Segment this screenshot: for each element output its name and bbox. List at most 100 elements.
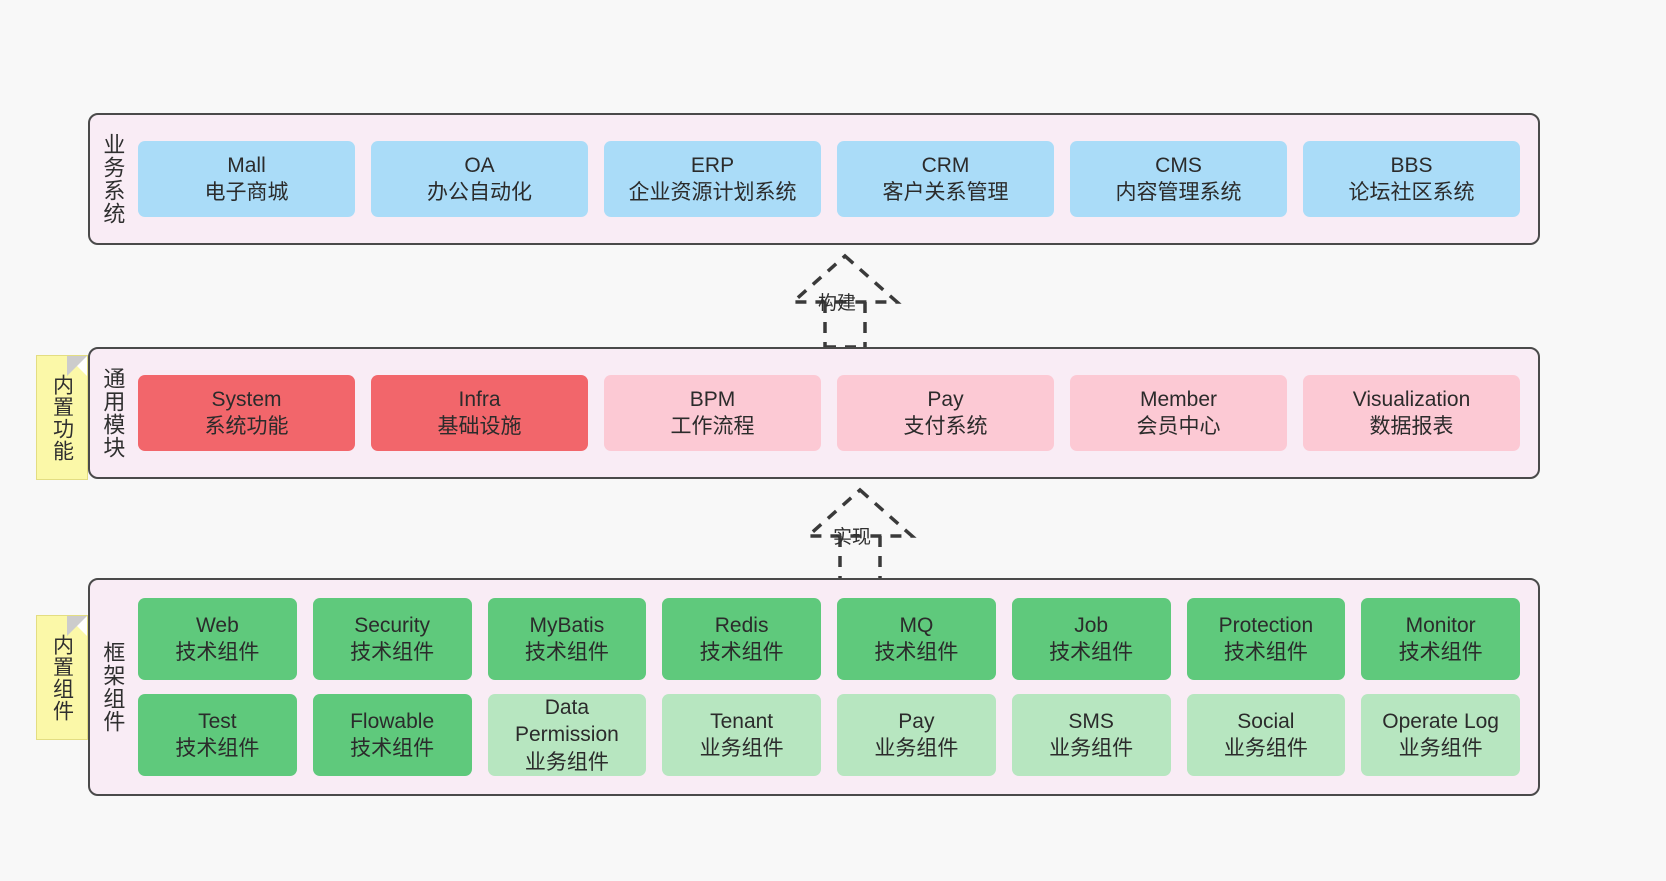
component-box-monitor[interactable]: Monitor 技术组件 bbox=[1361, 598, 1520, 680]
component-name-en: ERP bbox=[690, 153, 735, 177]
component-name-en: Operate Log bbox=[1382, 709, 1499, 733]
component-name-en: System bbox=[211, 387, 282, 411]
component-name-cn: 支付系统 bbox=[903, 415, 988, 438]
layer-common-modules: 通用模块 System 系统功能 Infra 基础设施 BPM 工作流程 Pay 支付系统 Me… bbox=[88, 347, 1540, 479]
layer-body-common-modules: System 系统功能 Infra 基础设施 BPM 工作流程 Pay 支付系统 Member 会… bbox=[134, 349, 1538, 477]
component-box-mybatis[interactable]: MyBatis 技术组件 bbox=[487, 598, 647, 680]
component-box-crm[interactable]: CRM 客户关系管理 bbox=[837, 141, 1054, 217]
component-name-en: OA bbox=[464, 153, 495, 177]
connector-build-label: 构建 bbox=[818, 293, 857, 314]
component-box-tenant[interactable]: Tenant 业务组件 bbox=[662, 694, 821, 776]
note-builtin-function-label: 内置功能 bbox=[50, 373, 74, 462]
component-box-sms[interactable]: SMS 业务组件 bbox=[1011, 694, 1171, 776]
component-name-en: Data Permission bbox=[514, 696, 619, 747]
component-name-cn: 会员中心 bbox=[1136, 415, 1221, 438]
component-name-en: Protection bbox=[1218, 613, 1314, 637]
component-name-cn: 业务组件 bbox=[1398, 737, 1483, 760]
component-name-cn: 工作流程 bbox=[670, 415, 755, 438]
component-name-cn: 技术组件 bbox=[175, 737, 260, 760]
component-name-en: BPM bbox=[689, 387, 736, 411]
component-name-en: CMS bbox=[1155, 153, 1202, 177]
component-name-cn: 技术组件 bbox=[1223, 641, 1308, 664]
component-name-en: Social bbox=[1237, 709, 1295, 733]
component-box-pay[interactable]: Pay 业务组件 bbox=[837, 694, 996, 776]
component-box-redis[interactable]: Redis 技术组件 bbox=[662, 598, 821, 680]
component-name-cn: 技术组件 bbox=[524, 641, 609, 664]
layer-title-framework-components: 框架组件 bbox=[100, 641, 126, 733]
component-name-cn: 技术组件 bbox=[1398, 641, 1483, 664]
component-box-data-permission[interactable]: Data Permission 业务组件 bbox=[487, 694, 647, 776]
component-name-cn: 客户关系管理 bbox=[882, 181, 1009, 204]
component-name-cn: 企业资源计划系统 bbox=[628, 181, 797, 204]
component-box-flowable[interactable]: Flowable 技术组件 bbox=[312, 694, 472, 776]
component-name-en: Flowable bbox=[350, 709, 435, 733]
component-name-en: Infra bbox=[458, 387, 501, 411]
component-name-en: Test bbox=[198, 709, 237, 733]
component-box-bpm[interactable]: BPM 工作流程 bbox=[604, 375, 821, 451]
note-builtin-component: 内置组件 bbox=[36, 615, 88, 740]
component-box-operate-log[interactable]: Operate Log 业务组件 bbox=[1361, 694, 1520, 776]
component-name-en: SMS bbox=[1068, 709, 1114, 733]
component-name-cn: 业务组件 bbox=[524, 750, 609, 774]
component-name-en: Web bbox=[195, 613, 239, 637]
component-name-en: Security bbox=[354, 613, 431, 637]
component-name-en: BBS bbox=[1390, 153, 1433, 177]
component-name-en: Pay bbox=[898, 709, 935, 733]
component-box-social[interactable]: Social 业务组件 bbox=[1186, 694, 1346, 776]
component-name-cn: 技术组件 bbox=[874, 641, 959, 664]
note-builtin-component-label: 内置组件 bbox=[50, 633, 74, 722]
layer-title-business-systems: 业务系统 bbox=[100, 133, 126, 225]
component-box-erp[interactable]: ERP 企业资源计划系统 bbox=[604, 141, 821, 217]
component-box-test[interactable]: Test 技术组件 bbox=[138, 694, 297, 776]
component-name-cn: 业务组件 bbox=[874, 737, 959, 760]
component-name-en: CRM bbox=[921, 153, 970, 177]
component-name-en: Mall bbox=[227, 153, 266, 177]
component-box-infra[interactable]: Infra 基础设施 bbox=[371, 375, 588, 451]
component-name-cn: 系统功能 bbox=[204, 415, 289, 438]
component-name-en: Visualization bbox=[1352, 387, 1471, 411]
component-box-member[interactable]: Member 会员中心 bbox=[1070, 375, 1287, 451]
component-name-cn: 技术组件 bbox=[699, 641, 784, 664]
component-box-oa[interactable]: OA 办公自动化 bbox=[371, 141, 588, 217]
connector-build: 构建 bbox=[745, 252, 945, 349]
component-name-cn: 技术组件 bbox=[175, 641, 260, 664]
component-name-cn: 技术组件 bbox=[1049, 641, 1134, 664]
component-name-cn: 技术组件 bbox=[350, 641, 435, 664]
arrowhead-implement bbox=[803, 487, 917, 538]
component-name-cn: 基础设施 bbox=[437, 415, 522, 438]
component-name-en: Tenant bbox=[710, 709, 774, 733]
component-name-en: MyBatis bbox=[529, 613, 605, 637]
arrowhead-build bbox=[788, 253, 902, 304]
note-builtin-function: 内置功能 bbox=[36, 355, 88, 480]
component-name-cn: 技术组件 bbox=[350, 737, 435, 760]
component-name-cn: 论坛社区系统 bbox=[1348, 181, 1475, 204]
component-name-en: Monitor bbox=[1405, 613, 1476, 637]
component-box-bbs[interactable]: BBS 论坛社区系统 bbox=[1303, 141, 1520, 217]
component-name-cn: 业务组件 bbox=[1049, 737, 1134, 760]
component-name-en: Redis bbox=[714, 613, 769, 637]
component-name-cn: 办公自动化 bbox=[427, 181, 532, 204]
component-box-web[interactable]: Web 技术组件 bbox=[138, 598, 297, 680]
component-box-system[interactable]: System 系统功能 bbox=[138, 375, 355, 451]
component-box-pay[interactable]: Pay 支付系统 bbox=[837, 375, 1054, 451]
layer-title-common-modules: 通用模块 bbox=[100, 367, 126, 459]
component-name-en: Pay bbox=[927, 387, 964, 411]
component-name-cn: 业务组件 bbox=[1223, 737, 1308, 760]
component-box-protection[interactable]: Protection 技术组件 bbox=[1186, 598, 1346, 680]
component-name-cn: 业务组件 bbox=[699, 737, 784, 760]
component-name-en: Member bbox=[1139, 387, 1218, 411]
component-box-security[interactable]: Security 技术组件 bbox=[312, 598, 472, 680]
